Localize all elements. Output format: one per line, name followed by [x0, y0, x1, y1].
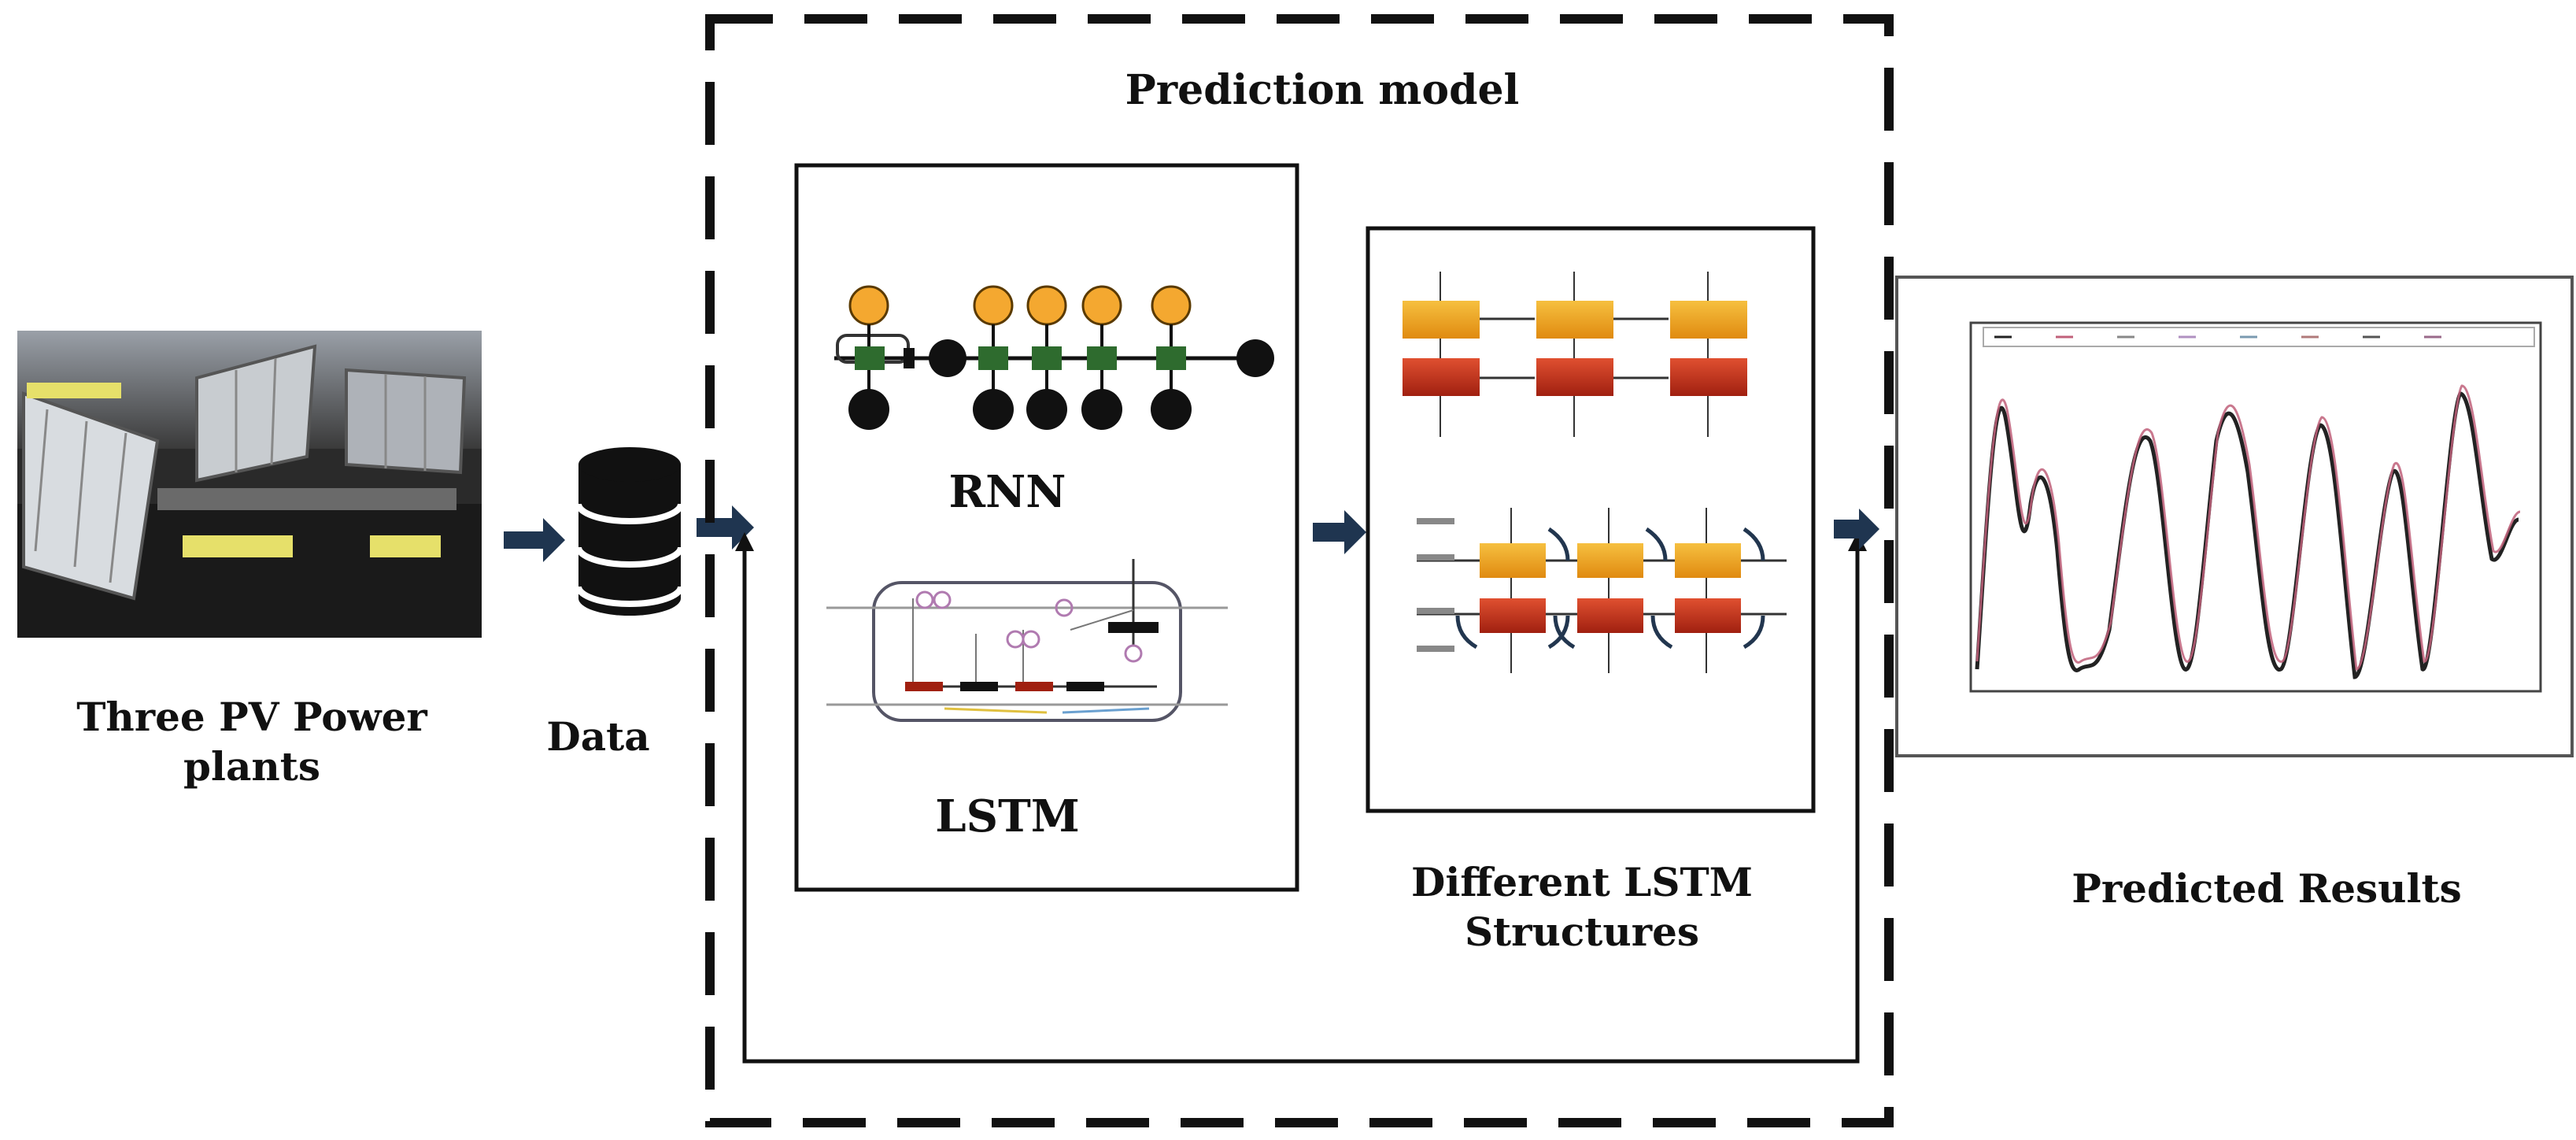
rnn-label: RNN	[948, 466, 1066, 518]
lstm-structures-label: Different LSTM Structures	[1410, 859, 1754, 955]
arrow-to-structures	[1313, 510, 1366, 554]
lstm-block-red	[1536, 358, 1613, 396]
lstm-block-red	[1480, 598, 1546, 633]
photo-tag	[370, 535, 441, 557]
pv-plants-label: Three PV Power plants	[76, 694, 427, 790]
arrow-to-data	[504, 518, 565, 562]
rnn-cell	[1081, 285, 1122, 430]
pv-plants-photo	[17, 331, 482, 638]
lstm-cell-diagram	[826, 559, 1228, 722]
lstm-block-red	[1675, 598, 1741, 633]
rnn-cell	[1026, 285, 1067, 430]
lstm-block-red	[1670, 358, 1747, 396]
lstm-block-orange	[1480, 543, 1546, 578]
rnn-cell	[848, 285, 889, 430]
prediction-model-label: Prediction model	[1125, 66, 1520, 114]
bidirectional-lstm-diagram	[1417, 508, 1787, 673]
rnn-cell	[973, 285, 1014, 430]
lstm-block-red	[1403, 358, 1480, 396]
rnn-lstm-panel	[794, 163, 1299, 892]
arrow-to-model	[697, 505, 754, 550]
photo-tag	[183, 535, 293, 557]
feedback-loop	[742, 543, 1860, 1064]
lstm-label: LSTM	[935, 790, 1080, 842]
feedback-arrowhead	[735, 532, 754, 551]
photo-tag	[27, 383, 121, 398]
predicted-results-label: Predicted Results	[2072, 865, 2462, 912]
stacked-lstm-diagram	[1403, 272, 1747, 437]
rnn-diagram	[834, 285, 1274, 430]
lstm-block-orange	[1536, 301, 1613, 339]
results-chart	[1895, 276, 2574, 757]
arrow-to-results	[1834, 509, 1879, 550]
results-legend	[1983, 327, 2535, 347]
lstm-block-orange	[1577, 543, 1643, 578]
actual-series-line	[1975, 391, 2520, 679]
lstm-block-red	[1577, 598, 1643, 633]
lstm-block-orange	[1403, 301, 1480, 339]
data-label: Data	[546, 713, 650, 760]
rnn-cell	[1151, 285, 1192, 430]
lstm-block-orange	[1670, 301, 1747, 339]
predicted-series-line	[1975, 384, 2521, 671]
lstm-block-orange	[1675, 543, 1741, 578]
prediction-model-frame	[705, 14, 1894, 1127]
database-icon	[575, 447, 684, 616]
